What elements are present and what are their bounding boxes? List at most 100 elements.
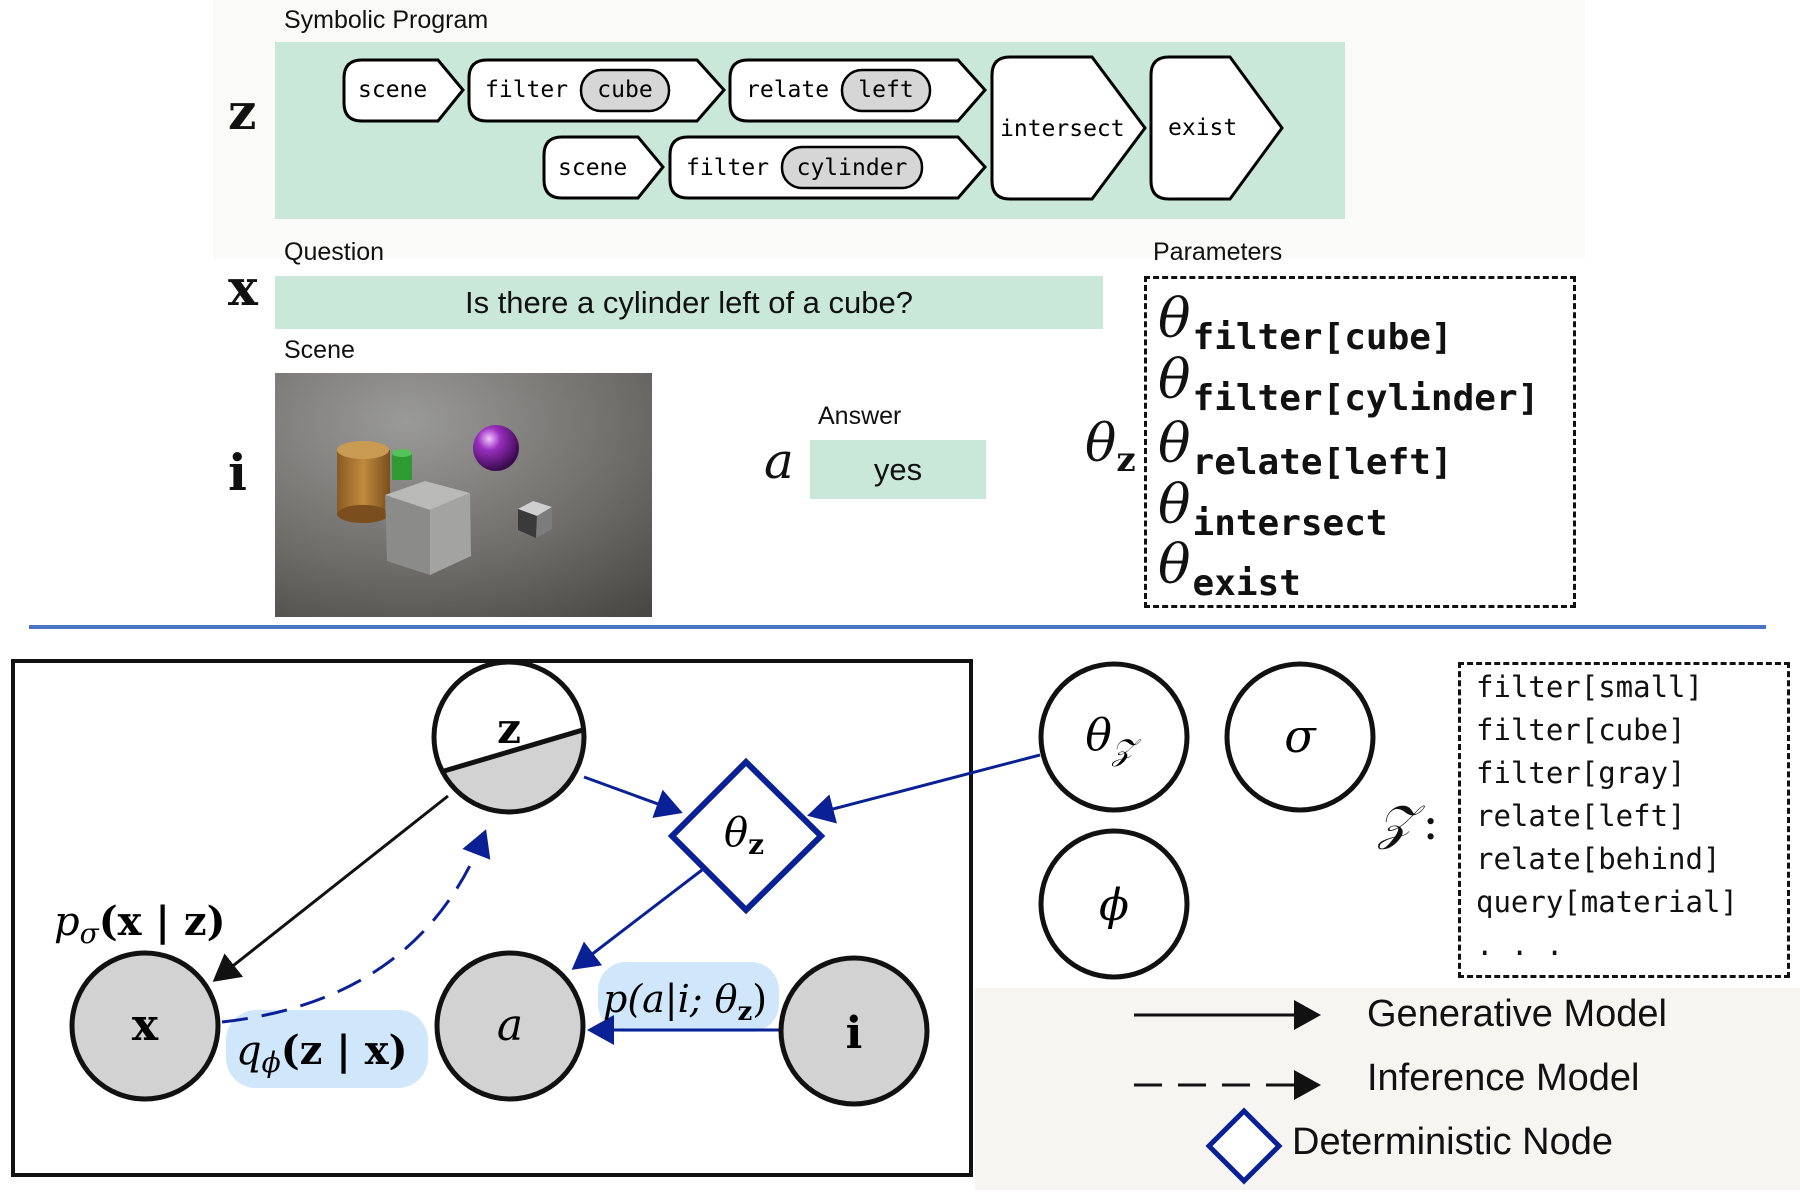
label-p-sigma: pσ(x | z)	[54, 898, 226, 950]
theta-glyph: θ	[1158, 473, 1191, 536]
vocabulary-item: relate[behind]	[1476, 842, 1721, 876]
module-relate-left[interactable]: relate left	[728, 58, 988, 123]
node-phi-label: ϕ	[1099, 880, 1129, 931]
theta-glyph: θ	[1158, 287, 1191, 350]
parameters-list: θfilter[cube] θfilter[cylinder] θrelate[…	[1158, 288, 1578, 608]
scene-variable-i: i	[228, 443, 247, 502]
purple-sphere	[473, 425, 519, 471]
module-scene-1-label: scene	[358, 77, 427, 103]
parameters-label-theta: θ	[1085, 414, 1117, 474]
parameter-intersect: θintersect	[1158, 478, 1388, 542]
module-relate-label: relate	[746, 77, 829, 103]
scene-title: Scene	[284, 336, 355, 364]
question-variable-x: x	[228, 258, 258, 317]
p-a-sub: z	[738, 997, 753, 1027]
node-a[interactable]: a	[434, 950, 586, 1102]
theta-glyph: θ	[1158, 412, 1191, 475]
symbolic-program-title: Symbolic Program	[284, 6, 489, 34]
question-box	[275, 276, 1103, 329]
legend-generative: Generative Model	[1367, 993, 1667, 1035]
parameter-filter-cube: θfilter[cube]	[1158, 292, 1453, 356]
label-p-a: p(a|i; θz)	[603, 977, 767, 1027]
node-a-label: a	[497, 1000, 523, 1051]
parameters-label: θz	[1085, 414, 1136, 480]
program-modules: scene filter cube relate left intersect …	[342, 55, 1284, 201]
argument-cube: cube	[597, 77, 652, 103]
vocabulary-list: filter[small] filter[cube] filter[gray] …	[1476, 670, 1786, 970]
vocabulary-item: filter[cube]	[1476, 713, 1686, 747]
module-scene-1[interactable]: scene	[342, 58, 465, 123]
parameter-sub: relate[left]	[1192, 442, 1453, 483]
argument-pill-cube	[579, 68, 671, 113]
argument-left: left	[858, 77, 913, 103]
theta-z-glyph: θ	[724, 810, 748, 856]
theta-glyph: θ	[1158, 533, 1191, 596]
node-theta-Z[interactable]: θ𝒵	[1038, 661, 1190, 813]
argument-pill-left	[840, 68, 932, 113]
parameters-title: Parameters	[1153, 238, 1283, 266]
p-sigma-sub: σ	[80, 917, 100, 950]
vocabulary-colon: :	[1422, 795, 1439, 851]
node-phi[interactable]: ϕ	[1038, 828, 1190, 980]
p-sigma-p: p	[54, 899, 80, 945]
module-filter-cube[interactable]: filter cube	[467, 58, 727, 123]
vocabulary-box	[1458, 662, 1790, 978]
node-x[interactable]: x	[69, 950, 221, 1102]
p-a-close: )	[752, 977, 767, 1021]
vocabulary-item: filter[small]	[1476, 670, 1703, 704]
node-x-label: x	[132, 1000, 159, 1051]
module-intersect-label: intersect	[1000, 116, 1125, 142]
argument-cylinder: cylinder	[797, 155, 908, 181]
q-phi-body: (z | x)	[281, 1027, 408, 1074]
answer-title: Answer	[818, 402, 902, 430]
node-theta-z-label: θz	[724, 810, 764, 861]
vocabulary-item: relate[left]	[1476, 799, 1686, 833]
module-filter-cylinder[interactable]: filter cylinder	[668, 135, 988, 200]
argument-pill-cylinder	[780, 145, 924, 190]
module-exist[interactable]: exist	[1149, 55, 1284, 201]
edge-thetaZ-to-thetaz	[807, 753, 1041, 824]
module-exist-label: exist	[1168, 115, 1237, 141]
node-z-label: z	[497, 704, 521, 753]
parameter-sub: intersect	[1192, 503, 1388, 544]
module-filter-label: filter	[485, 77, 568, 103]
legend-inference: Inference Model	[1367, 1057, 1640, 1099]
question-text: Is there a cylinder left of a cube?	[464, 285, 914, 320]
parameters-box	[1144, 276, 1576, 608]
theta-z-sub: z	[748, 828, 764, 861]
gray-cube	[385, 481, 471, 575]
question-title: Question	[284, 238, 385, 266]
answer-value: yes	[873, 452, 923, 487]
q-phi-highlight	[226, 1010, 428, 1088]
module-scene-2-label: scene	[558, 155, 627, 181]
theta-Z-glyph: θ	[1085, 710, 1112, 761]
legend-backdrop	[975, 988, 1800, 1190]
vocabulary-item: filter[gray]	[1476, 756, 1686, 790]
parameter-sub: filter[cylinder]	[1192, 378, 1540, 419]
model-plate	[11, 659, 973, 1177]
q-phi-sub: ϕ	[262, 1046, 281, 1079]
module-scene-2[interactable]: scene	[542, 135, 665, 200]
parameter-sub: filter[cube]	[1192, 317, 1453, 358]
parameter-relate-left: θrelate[left]	[1158, 417, 1453, 481]
node-i-label: i	[846, 1008, 863, 1059]
section-divider	[29, 625, 1766, 629]
program-variable-z: z	[228, 82, 257, 141]
module-intersect[interactable]: intersect	[990, 55, 1147, 201]
edge-z-to-x	[212, 794, 449, 982]
orange-cylinder	[337, 441, 390, 523]
node-theta-z[interactable]: θz	[667, 757, 826, 915]
node-i[interactable]: i	[778, 955, 930, 1107]
node-sigma[interactable]: σ	[1224, 661, 1376, 813]
vocabulary-label: 𝒵:	[1378, 795, 1439, 852]
node-z[interactable]: z	[380, 659, 640, 840]
parameter-sub: exist	[1192, 563, 1301, 604]
theta-glyph: θ	[1158, 348, 1191, 411]
vocabulary-item: . . .	[1476, 928, 1564, 962]
metal-cube	[518, 501, 552, 538]
legend-deterministic: Deterministic Node	[1292, 1121, 1613, 1163]
edge-z-to-thetaz	[583, 775, 683, 818]
node-sigma-label: σ	[1284, 709, 1317, 763]
